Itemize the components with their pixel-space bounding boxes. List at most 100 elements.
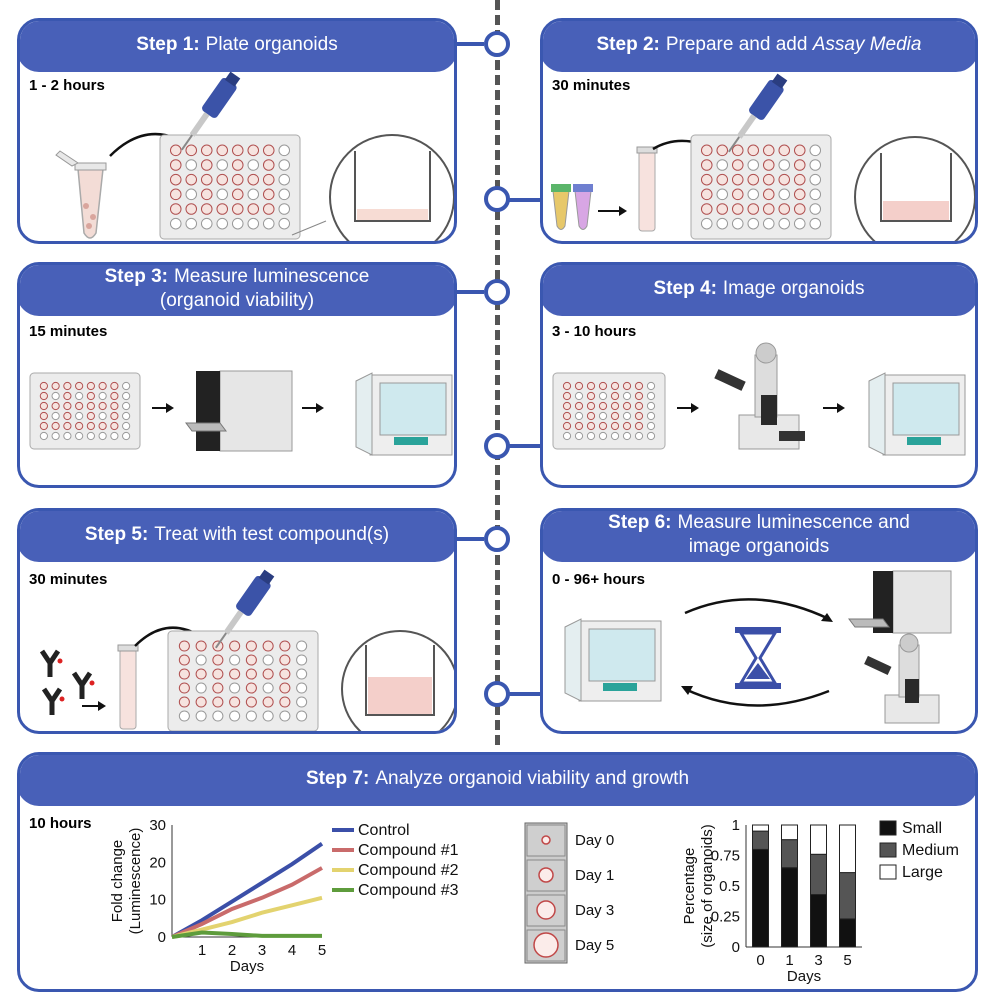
- plate-well: [793, 159, 806, 171]
- plate-well: [809, 203, 822, 215]
- x-tick-label: 4: [288, 942, 296, 959]
- step-3-title: Measure luminescence: [173, 266, 370, 287]
- plate-well: [247, 217, 260, 230]
- plate-well: [169, 217, 182, 230]
- bar-medium-5: [839, 872, 856, 920]
- plate-well: [747, 173, 760, 186]
- plate-well: [169, 144, 182, 157]
- step-1-illustration: [55, 71, 454, 241]
- legend-swatch-large: [879, 864, 897, 880]
- plate-well: [809, 188, 822, 201]
- plate-well: [598, 391, 608, 401]
- plate-well: [731, 159, 744, 171]
- plate-well: [634, 431, 644, 441]
- x-axis-label: Days: [787, 968, 821, 985]
- microscope-icon: [714, 342, 805, 450]
- x-tick-label: 3: [258, 942, 266, 959]
- plate-well: [562, 411, 572, 421]
- plate-well: [63, 411, 72, 421]
- plate-well: [574, 391, 584, 401]
- plate-well: [247, 173, 260, 186]
- plate-well: [75, 401, 84, 411]
- plate-well: [778, 144, 791, 157]
- plate-well: [716, 188, 729, 201]
- plate-well: [700, 144, 713, 157]
- y-tick-label: 10: [149, 892, 166, 909]
- plate-well: [598, 431, 608, 441]
- plate-well: [646, 391, 656, 401]
- plate-well: [98, 421, 107, 431]
- plate-well: [793, 217, 806, 230]
- step-6-prefix: Step 6:: [608, 512, 672, 533]
- plate-well: [178, 710, 190, 722]
- bar-medium-0: [752, 830, 769, 850]
- plate-well: [122, 381, 131, 391]
- plate-well: [262, 188, 275, 201]
- plate-well: [610, 381, 620, 391]
- plate-well: [700, 173, 713, 186]
- plate-well: [231, 188, 244, 201]
- y-axis-label-group: Fold change(Luminescence): [109, 828, 144, 935]
- plate-well: [762, 159, 775, 171]
- legend-swatch-small: [879, 820, 897, 836]
- plate-well: [75, 431, 84, 441]
- plate-well: [716, 173, 729, 186]
- plate-well: [646, 411, 656, 421]
- plate-well: [229, 710, 241, 722]
- plate-well: [195, 668, 207, 680]
- organoid-shape: [536, 900, 556, 920]
- plate-well: [574, 431, 584, 441]
- plate-well: [122, 431, 131, 441]
- plate-well: [279, 668, 291, 680]
- plate-well: [809, 159, 822, 171]
- plate-well: [598, 381, 608, 391]
- plate-well: [296, 682, 308, 694]
- plate-well: [279, 696, 291, 708]
- plate-well: [296, 640, 308, 652]
- step-6-title-line2: image organoids: [688, 536, 830, 557]
- plate-well: [75, 391, 84, 401]
- plate-well: [634, 411, 644, 421]
- plate-well: [610, 411, 620, 421]
- legend-label-2: Compound #1: [358, 842, 459, 859]
- plate-body: [552, 372, 666, 450]
- plate-well: [169, 173, 182, 186]
- plate-well: [279, 682, 291, 694]
- well-plate-icon: [690, 134, 832, 240]
- plate-well: [178, 668, 190, 680]
- plate-well: [229, 654, 241, 666]
- y-tick-label: 0.25: [711, 909, 740, 926]
- step-5-prefix: Step 5:: [84, 524, 149, 545]
- plate-well: [110, 421, 119, 431]
- series-line-3: [171, 895, 323, 939]
- plate-well: [634, 391, 644, 401]
- step-7-banner: Step 7:Analyze organoid viability and gr…: [20, 755, 975, 806]
- plate-well: [747, 217, 760, 230]
- plate-well: [229, 682, 241, 694]
- plate-well: [296, 654, 308, 666]
- plate-well: [262, 654, 274, 666]
- step-3-banner: Step 3:Measure luminescence (organoid vi…: [20, 265, 454, 316]
- plate-well: [122, 391, 131, 401]
- legend-label-small: Small: [902, 820, 942, 837]
- plate-well: [231, 159, 244, 171]
- plate-well: [75, 381, 84, 391]
- plate-well: [809, 144, 822, 157]
- bar-small-0: [752, 848, 769, 948]
- well-plate-icon: [159, 134, 301, 240]
- plate-well: [86, 421, 95, 431]
- plate-well: [51, 411, 60, 421]
- magnifier-well-icon: [854, 136, 975, 241]
- plate-well: [39, 391, 48, 401]
- plate-well: [247, 188, 260, 201]
- plate-well: [762, 203, 775, 215]
- plate-well: [216, 144, 229, 157]
- plate-well: [778, 217, 791, 230]
- bar-large-3: [810, 824, 827, 855]
- microtube-icon: [551, 184, 593, 230]
- plate-well: [610, 391, 620, 401]
- hourglass-icon: [735, 627, 781, 689]
- plate-well: [247, 144, 260, 157]
- plate-well: [634, 421, 644, 431]
